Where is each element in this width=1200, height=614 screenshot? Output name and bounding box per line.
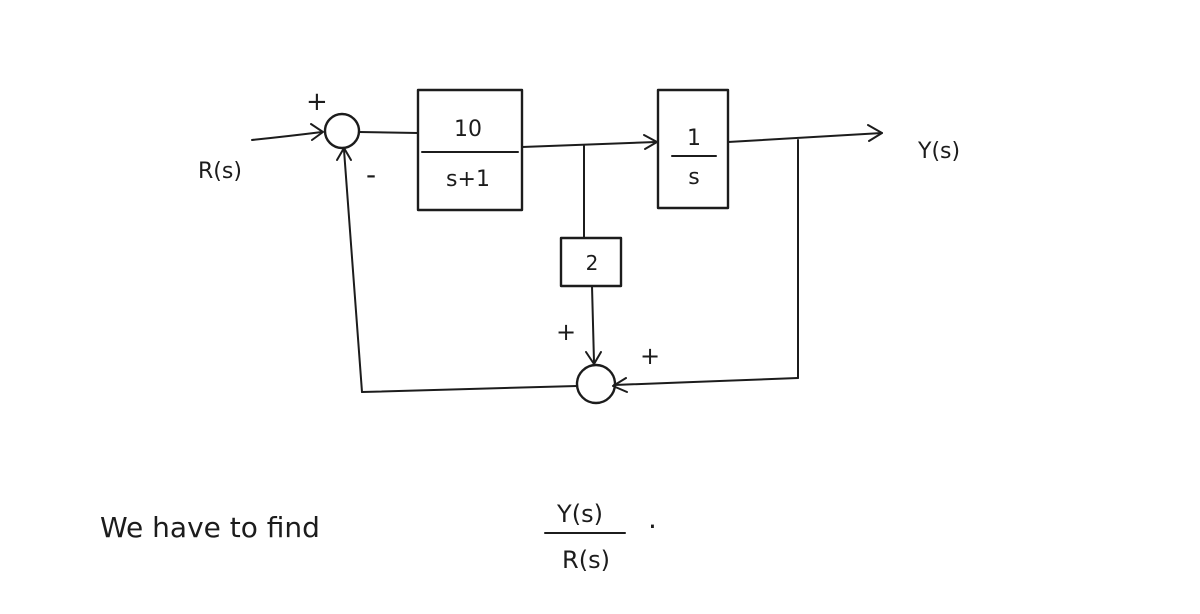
input-signal-line [251, 131, 323, 141]
block-3-gain-value: 2 [586, 251, 599, 275]
sum1-minus-sign: - [366, 158, 376, 191]
caption-period: . [648, 502, 657, 535]
caption-fraction-numerator: Y(s) [556, 500, 603, 528]
block-1-numerator: 10 [454, 117, 482, 142]
caption-fraction-denominator: R(s) [562, 546, 610, 574]
gain-to-sum2-line [591, 285, 595, 363]
sum2-plus-right-sign: + [640, 342, 660, 370]
output-label: Y(s) [917, 139, 960, 164]
block1-to-block2-line [521, 141, 657, 148]
block-2-denominator: s [688, 165, 699, 190]
sum1-to-block1-line [358, 131, 419, 134]
block-1-transfer-function [416, 88, 524, 212]
summing-junction-1 [323, 112, 361, 150]
sum2-right-arrowhead [612, 377, 628, 393]
block-2-numerator: 1 [687, 126, 701, 151]
input-arrowhead [310, 123, 324, 141]
output-feedback-return-line [613, 377, 799, 386]
sum1-plus-sign: + [306, 87, 328, 117]
output-signal-line [727, 132, 883, 143]
sum2-plus-top-sign: + [556, 318, 576, 346]
output-arrowhead [867, 124, 883, 142]
summing-junction-2 [575, 363, 617, 405]
sum1-feedback-arrowhead [336, 147, 352, 161]
caption-text: We have to find [100, 511, 320, 544]
block-2-integrator [656, 88, 730, 210]
block-1-denominator: s+1 [446, 167, 490, 192]
input-label: R(s) [198, 159, 242, 184]
feedback-rise-line [343, 149, 363, 393]
sum2-to-bottom-line [361, 385, 578, 393]
